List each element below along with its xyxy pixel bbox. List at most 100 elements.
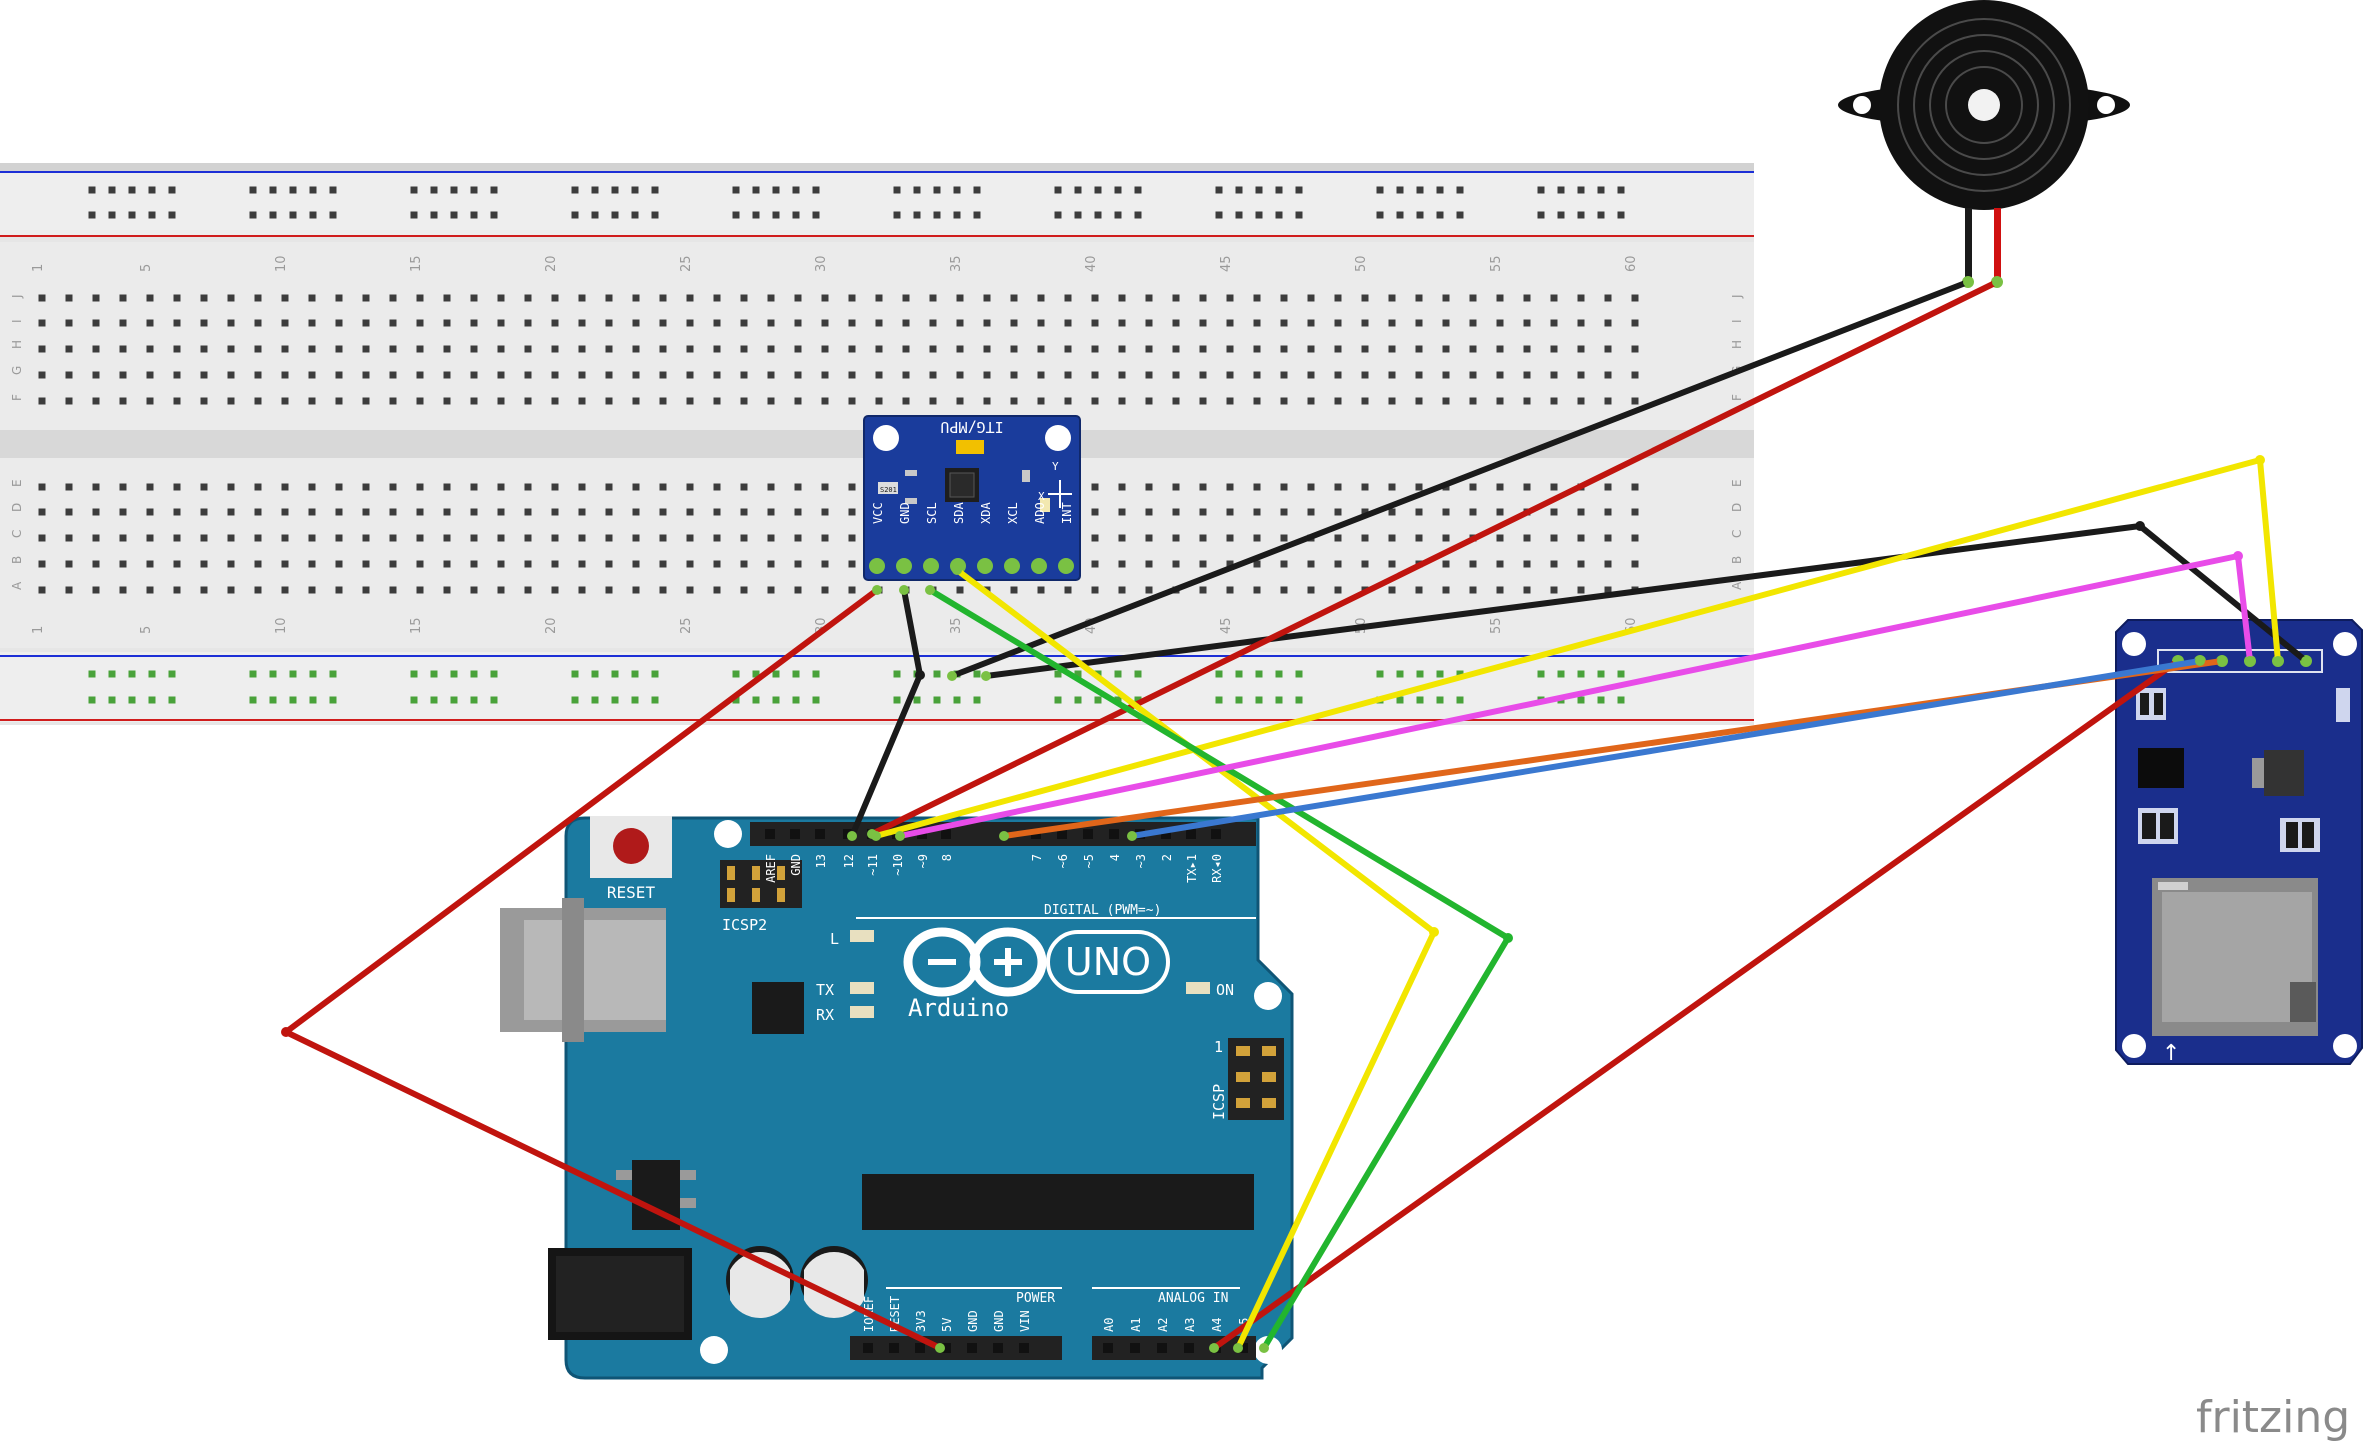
column-number: 35 xyxy=(949,255,964,272)
row-letter: C xyxy=(1730,530,1744,538)
usb-chip xyxy=(752,982,804,1034)
power-pin-label: GND xyxy=(966,1310,980,1332)
row-letter: J xyxy=(10,294,24,299)
wire-endpoint xyxy=(2217,656,2227,666)
wire-endpoint xyxy=(947,671,957,681)
led-label-on: ON xyxy=(1216,981,1234,999)
column-number: 15 xyxy=(409,617,424,634)
analog-pin-label: A2 xyxy=(1156,1318,1170,1332)
mpu-pin xyxy=(1004,558,1020,574)
power-pin-label: GND xyxy=(992,1310,1006,1332)
row-letter: I xyxy=(1730,319,1744,323)
digital-pin-label: ~11 xyxy=(866,854,880,876)
mpu-pin xyxy=(1031,558,1047,574)
wire-endpoint xyxy=(1127,831,1137,841)
wire-bend xyxy=(2255,455,2265,465)
column-number: 45 xyxy=(1219,617,1234,634)
wire-endpoint xyxy=(2273,656,2283,666)
column-number: 35 xyxy=(949,617,964,634)
wires xyxy=(281,277,2311,1353)
wire-endpoint xyxy=(2301,656,2311,666)
column-number: 5 xyxy=(139,626,154,634)
digital-pin-label: 7 xyxy=(1030,854,1044,861)
digital-pin-label: 13 xyxy=(814,854,828,868)
reset-label: RESET xyxy=(607,883,656,902)
arduino-logo xyxy=(903,927,1047,997)
row-letter: E xyxy=(1730,479,1744,487)
wire-endpoint xyxy=(1233,1343,1243,1353)
column-number: 20 xyxy=(544,255,559,272)
axis-icon: Y X xyxy=(1038,460,1072,508)
column-number: 10 xyxy=(274,255,289,272)
sd-regulator-chip xyxy=(2138,748,2184,788)
analog-pin-label: A0 xyxy=(1102,1318,1116,1332)
wire-bend xyxy=(281,1027,291,1037)
mpu-pin xyxy=(1058,558,1074,574)
row-letter: B xyxy=(1730,556,1744,564)
icsp2-label: ICSP2 xyxy=(722,916,767,934)
row-letter: E xyxy=(10,479,24,487)
row-letter: D xyxy=(10,503,24,512)
wire-endpoint xyxy=(2245,656,2255,666)
wire-endpoint xyxy=(895,831,905,841)
column-number: 50 xyxy=(1354,255,1369,272)
mpu-pin-label: VCC xyxy=(871,502,885,524)
column-number: 30 xyxy=(814,255,829,272)
mpu-pin xyxy=(977,558,993,574)
row-letter: J xyxy=(1730,294,1744,299)
mpu-pin-label: XCL xyxy=(1006,502,1020,524)
mount-hole xyxy=(1045,425,1071,451)
mpu-pin xyxy=(923,558,939,574)
mpu-capacitor xyxy=(956,440,984,454)
buzzer-lead-red xyxy=(1994,208,2001,283)
arrow-up-icon: ↑ xyxy=(2162,1041,2180,1066)
column-number: 1 xyxy=(31,264,46,272)
wire-buzzer-to-pin12 xyxy=(869,279,2000,837)
led-label-rx: RX xyxy=(816,1006,834,1024)
wire-endpoint xyxy=(1992,277,2002,287)
digital-pin-label: ~3 xyxy=(1134,854,1148,868)
led-label-l: L xyxy=(830,930,839,948)
digital-pin-label: ~10 xyxy=(891,854,905,876)
column-number: 15 xyxy=(409,255,424,272)
mount-hole xyxy=(873,425,899,451)
wire-bend xyxy=(915,670,925,680)
row-letter: H xyxy=(1730,340,1744,349)
piezo-buzzer xyxy=(1838,0,2130,288)
digital-pin-label: RX◂0 xyxy=(1210,854,1224,883)
mpu-pin-label: SDA xyxy=(952,502,966,524)
wire-endpoint xyxy=(847,831,857,841)
digital-pin-label: ~5 xyxy=(1082,854,1096,868)
column-number: 55 xyxy=(1489,617,1504,634)
wire-endpoint xyxy=(999,831,1009,841)
wire-endpoint xyxy=(2195,656,2205,666)
digital-pin-label: TX▸1 xyxy=(1185,854,1199,883)
fritzing-watermark: fritzing xyxy=(2196,1392,2350,1443)
wire-endpoint xyxy=(899,585,909,595)
mpu-pin-label: SCL xyxy=(925,502,939,524)
wire-bend xyxy=(2233,551,2243,561)
power-pin-label: 3V3 xyxy=(914,1310,928,1332)
power-pin-label: 5V xyxy=(940,1318,954,1332)
digital-pin-label: 4 xyxy=(1108,854,1122,861)
digital-pin-label: 8 xyxy=(940,854,954,861)
digital-pin-label: GND xyxy=(789,854,803,876)
column-number: 5 xyxy=(139,264,154,272)
microcontroller xyxy=(862,1174,1254,1230)
wire-endpoint xyxy=(872,585,882,595)
column-number: 1 xyxy=(31,626,46,634)
wire-endpoint xyxy=(1209,1343,1219,1353)
analog-pin-label: A1 xyxy=(1129,1318,1143,1332)
digital-pin-label: 2 xyxy=(1160,854,1174,861)
mpu-chip-label: S201 xyxy=(880,486,897,494)
reset-button[interactable] xyxy=(613,828,649,864)
digital-pin-label: AREF xyxy=(764,854,778,883)
sd-card-module: ↑ xyxy=(2115,619,2363,1066)
icsp-pin-one: 1 xyxy=(1214,1038,1223,1056)
wire-gnd-rail-to-buzzer xyxy=(949,279,1971,679)
power-label: POWER xyxy=(1016,1291,1055,1306)
column-number: 10 xyxy=(274,617,289,634)
mpu-pin-label: INT xyxy=(1060,502,1074,524)
